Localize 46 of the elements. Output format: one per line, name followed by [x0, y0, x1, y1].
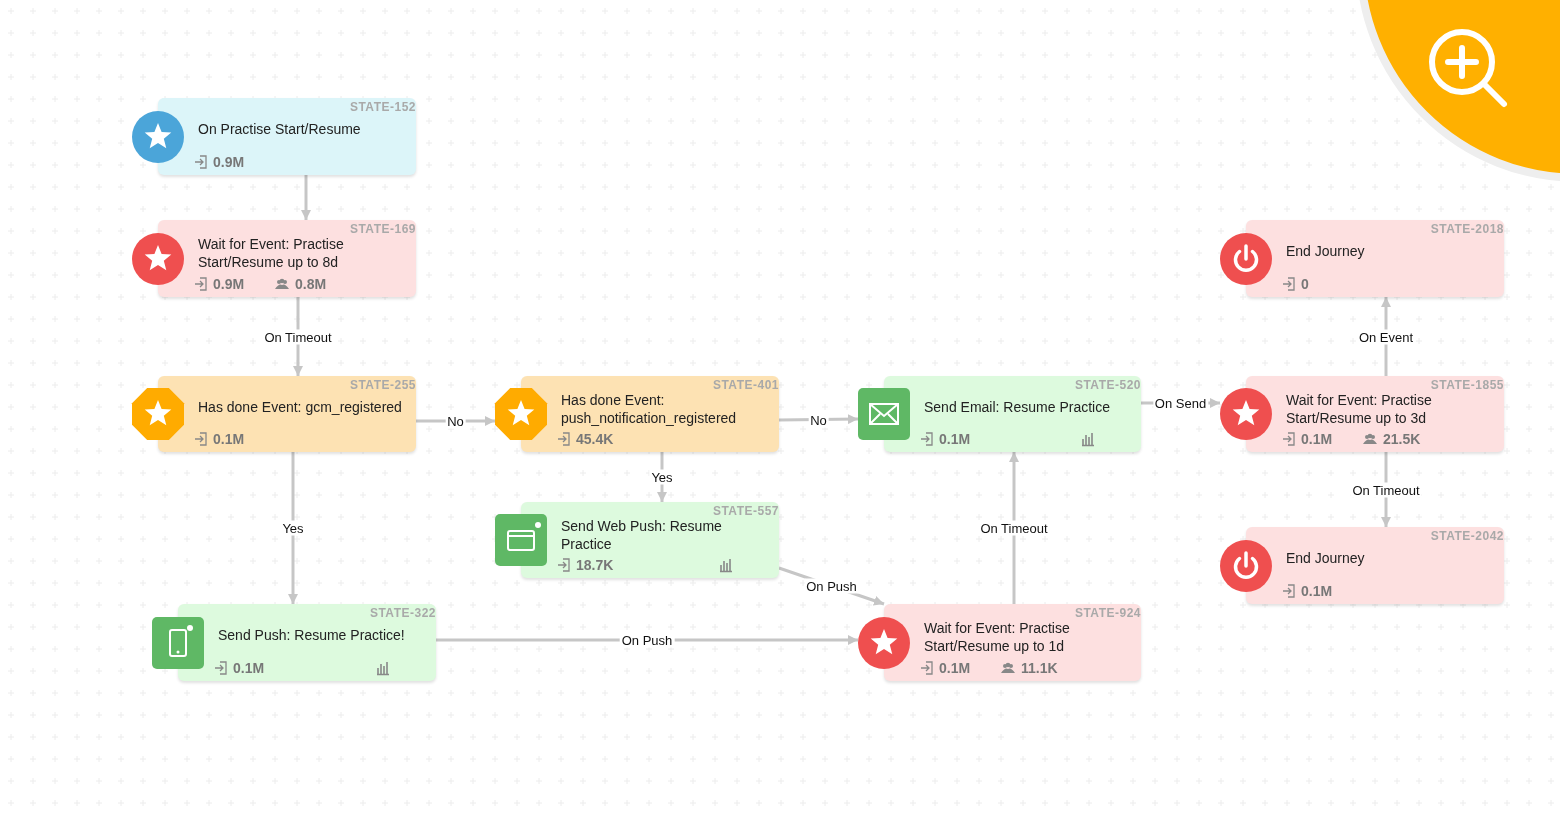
edge-label: Yes [280, 520, 306, 536]
entry-count: 0.1M [939, 431, 971, 447]
state-title: Wait for Event: Practise Start/Resume up to 8d [198, 235, 345, 271]
state-id: STATE-1855 [1430, 378, 1504, 392]
arrow [288, 452, 298, 604]
state-title: Wait for Event: Practise Start/Resume up to 3d [1286, 391, 1433, 427]
state-id: STATE-557 [712, 504, 779, 518]
state-id: STATE-2042 [1430, 529, 1504, 543]
state-id: STATE-924 [1074, 606, 1141, 620]
state-title: End Journey [1286, 549, 1366, 567]
state-title: On Practise Start/Resume [198, 120, 362, 138]
state-id: STATE-322 [369, 606, 436, 620]
state-id: STATE-152 [349, 100, 416, 114]
state-title: Has done Event: push_notification_registered [561, 391, 738, 427]
entry-count: 0.9M [213, 154, 245, 170]
edge-label: On Event [1356, 329, 1416, 344]
state-id: STATE-401 [712, 378, 779, 392]
edge-label: On Timeout [262, 329, 334, 344]
arrow [301, 175, 311, 220]
state-title: Send Web Push: Resume Practice [561, 517, 723, 553]
user-count: 21.5K [1383, 431, 1421, 447]
state-title: Send Push: Resume Practice! [218, 626, 406, 644]
state-id: STATE-169 [349, 222, 416, 236]
state-id: STATE-2018 [1430, 222, 1504, 236]
entry-count: 0.1M [939, 660, 971, 676]
state-title: End Journey [1286, 242, 1366, 260]
edge-label: On Timeout [978, 520, 1050, 536]
edge-label: Yes [649, 469, 675, 485]
edge-label: On Push [804, 578, 859, 594]
entry-count: 0.1M [213, 431, 245, 447]
arrow [1009, 452, 1019, 604]
entry-count: 18.7K [576, 557, 614, 573]
state-title: Has done Event: gcm_registered [198, 398, 403, 416]
entry-count: 0.9M [213, 276, 245, 292]
entry-count: 45.4K [576, 431, 614, 447]
state-id: STATE-520 [1074, 378, 1141, 392]
user-count: 11.1K [1021, 660, 1058, 676]
edge-label: On Timeout [1350, 482, 1422, 497]
entry-count: 0 [1301, 276, 1309, 292]
user-count: 0.8M [295, 276, 327, 292]
entry-count: 0.1M [1301, 431, 1333, 447]
state-title: Send Email: Resume Practice [924, 398, 1111, 416]
state-id: STATE-255 [349, 378, 416, 392]
entry-count: 0.1M [1301, 583, 1333, 599]
state-title: Wait for Event: Practise Start/Resume up to 1d [924, 619, 1071, 655]
entry-count: 0.1M [233, 660, 265, 676]
